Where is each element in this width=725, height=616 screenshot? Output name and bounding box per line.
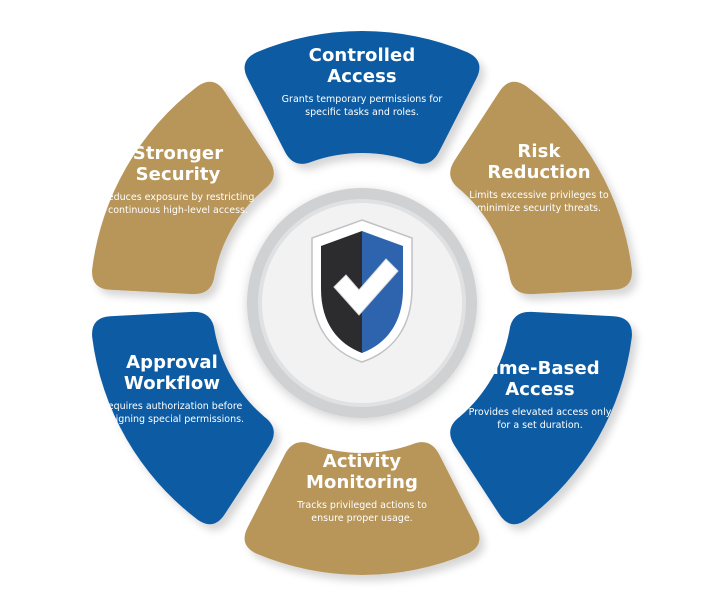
segment-time-based-access: Time-Based Access Provides elevated acce… [469,358,612,432]
segment-shape-approval-workflow [92,311,274,525]
segment-shape-controlled-access [244,30,480,164]
segment-risk-reduction: Risk Reduction Limits excessive privileg… [469,141,608,215]
segment-title: Controlled Access [308,45,416,87]
segment-description: Reduces exposure by restricting continuo… [101,192,255,216]
segment-title: Risk Reduction [487,141,591,183]
segment-stronger-security: Stronger Security Reduces exposure by re… [102,143,255,217]
segment-shape-risk-reduction [450,81,632,295]
segment-title: Approval Workflow [123,352,221,394]
segment-shape-stronger-security [92,81,274,295]
segment-shape-activity-monitoring [244,442,480,576]
segment-description: Requires authorization before assigning … [99,401,245,425]
segment-title: Activity Monitoring [306,451,418,493]
segment-controlled-access: Controlled Access Grants temporary permi… [282,45,443,119]
segment-activity-monitoring: Activity Monitoring Tracks privileged ac… [297,451,427,525]
segment-description: Tracks privileged actions to ensure prop… [297,500,427,524]
segment-approval-workflow: Approval Workflow Requires authorization… [100,352,244,426]
segments-layer [92,30,632,576]
segment-description: Grants temporary permissions for specifi… [281,94,443,118]
segment-title: Stronger Security [132,143,224,185]
segment-shape-time-based-access [450,311,632,525]
center-emblem [247,188,477,418]
shield-check-icon [311,219,413,363]
segment-description: Provides elevated access only for a set … [468,407,612,431]
segment-description: Limits excessive privileges to minimize … [469,190,609,214]
segment-title: Time-Based Access [480,358,600,400]
